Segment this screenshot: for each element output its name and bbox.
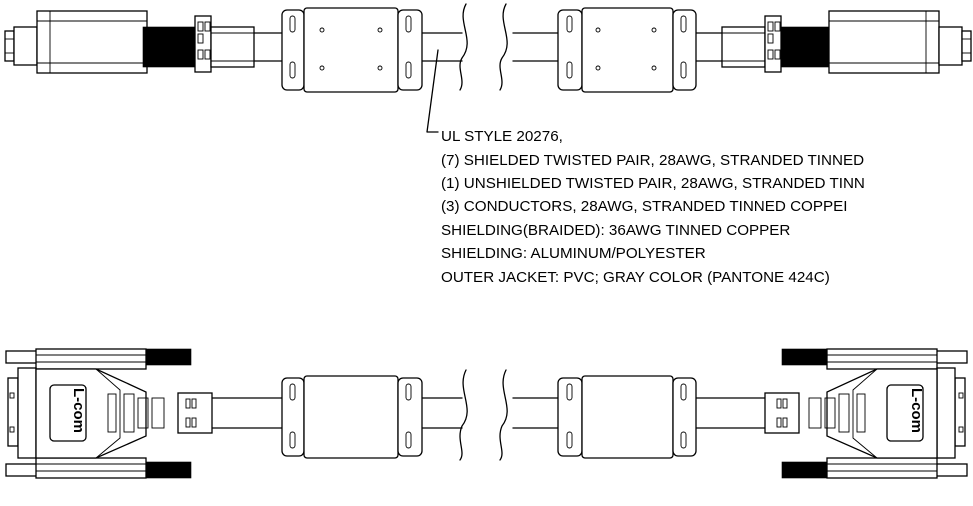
ferrite-bead-top-left <box>281 7 423 93</box>
spec-line-2: (7) SHIELDED TWISTED PAIR, 28AWG, STRAND… <box>441 152 864 169</box>
connector-right-top <box>721 10 972 74</box>
spec-callout: UL STYLE 20276, (7) SHIELDED TWISTED PAI… <box>441 128 865 286</box>
callout-leader <box>426 49 439 133</box>
cable-side <box>211 397 766 429</box>
spec-line-6: SHIELDING: ALUMINUM/POLYESTER <box>441 245 706 262</box>
ferrite-bead-top-right <box>557 7 697 93</box>
spec-line-3: (1) UNSHIELDED TWISTED PAIR, 28AWG, STRA… <box>441 175 865 192</box>
connector-left-side: L-com <box>5 348 213 479</box>
spec-line-5: SHIELDING(BRAIDED): 36AWG TINNED COPPER <box>441 222 790 239</box>
spec-line-7: OUTER JACKET: PVC; GRAY COLOR (PANTONE 4… <box>441 269 830 286</box>
side-view: L-com <box>5 348 968 479</box>
spec-line-4: (3) CONDUCTORS, 28AWG, STRANDED TINNED C… <box>441 198 847 215</box>
ferrite-bead-side-right <box>557 375 697 459</box>
ferrite-bead-side-left <box>281 375 423 459</box>
connector-right-side: L-com <box>764 348 968 479</box>
logo-left: L-com <box>70 388 87 433</box>
spec-line-1: UL STYLE 20276, <box>441 128 563 145</box>
top-view <box>4 3 972 133</box>
cable-top <box>253 32 723 62</box>
logo-right: L-com <box>908 388 925 433</box>
cable-break-side <box>459 369 508 461</box>
cable-break-top <box>459 3 508 91</box>
connector-left-top <box>4 10 255 74</box>
